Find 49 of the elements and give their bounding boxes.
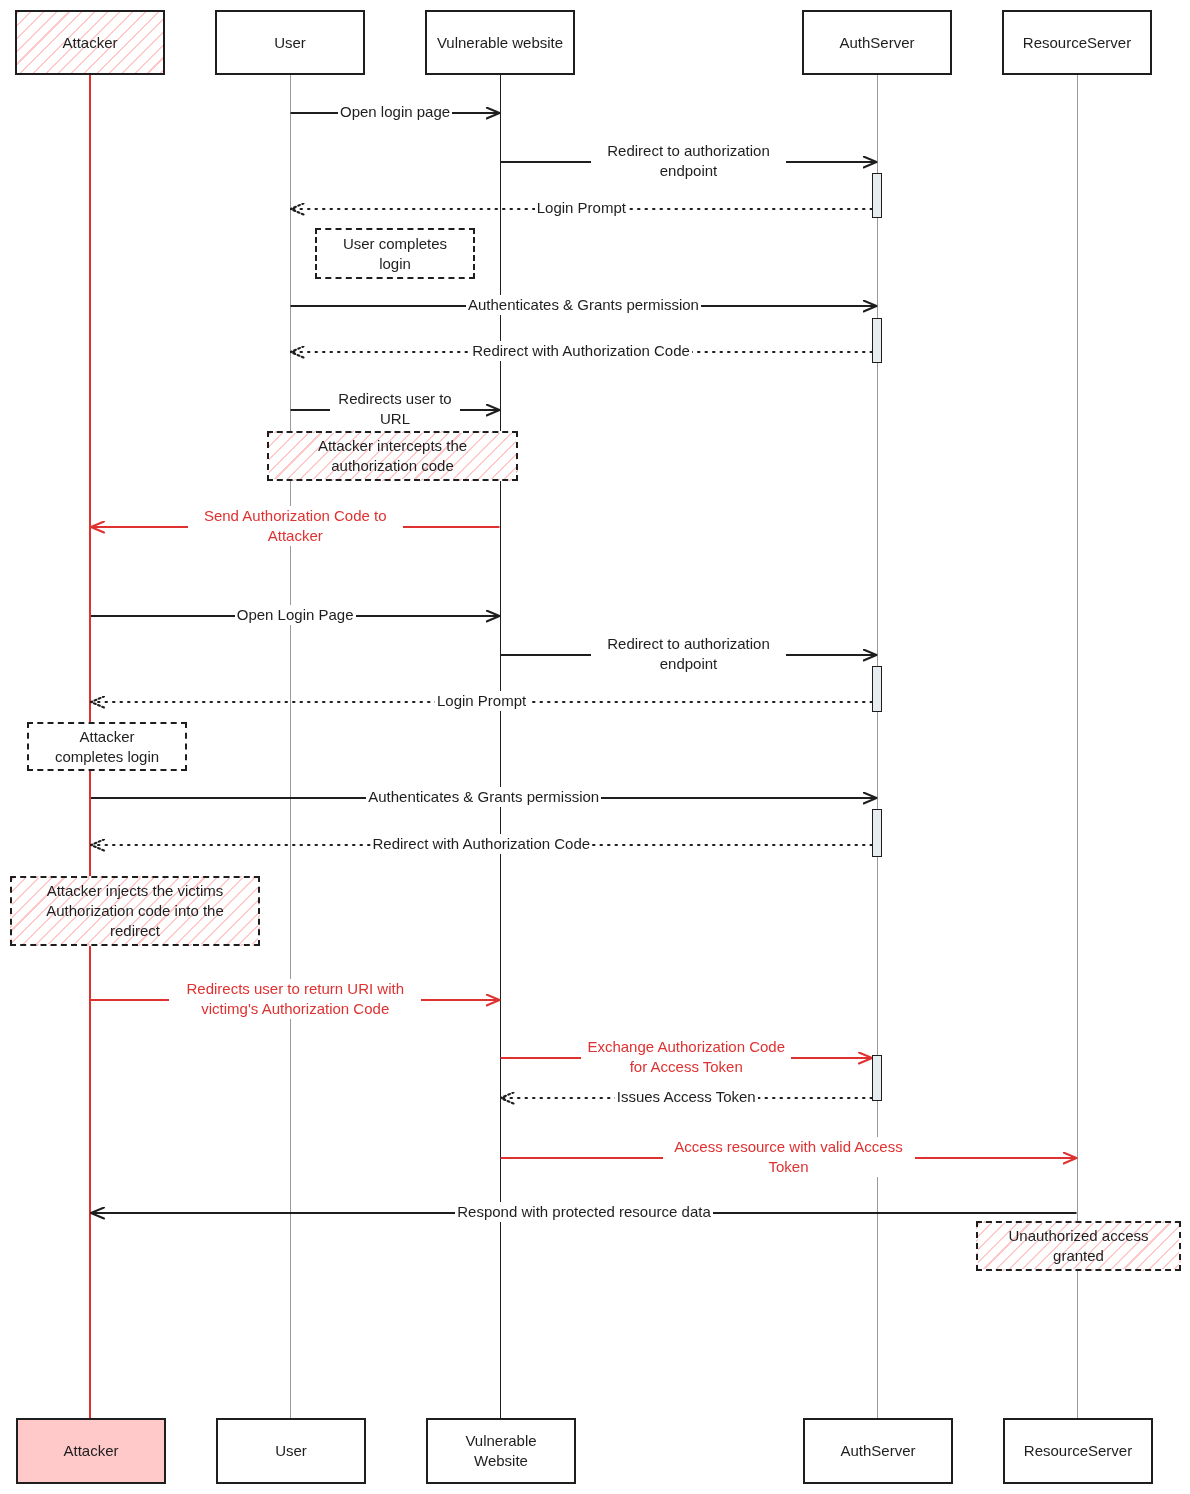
participant-box	[16, 1418, 166, 1484]
message-label: Open Login Page	[234, 605, 356, 625]
note-box	[976, 1221, 1181, 1271]
participant-box	[803, 1418, 953, 1484]
note-text: Unauthorized access granted	[1007, 1226, 1150, 1266]
note-box	[10, 876, 260, 946]
participant-name: Attacker	[63, 1441, 119, 1461]
participant-box	[1002, 10, 1152, 75]
note-box	[315, 228, 475, 279]
activation-bar	[872, 1055, 882, 1101]
participant-name: ResourceServer	[1022, 32, 1132, 53]
message-label: Authenticates & Grants permission	[366, 787, 602, 807]
note-text: Attacker injects the victims Authorization code into the redirect	[45, 881, 225, 941]
note-text: Attacker completes login	[53, 726, 161, 767]
participant-name: AuthServer	[840, 1441, 916, 1461]
message-label: Authenticates & Grants permission	[466, 295, 701, 315]
note-box	[27, 722, 187, 771]
participant-box	[15, 10, 165, 75]
lifeline	[289, 75, 291, 1418]
participant-box	[426, 1418, 576, 1484]
lifeline	[1076, 75, 1078, 1418]
participant-box	[425, 10, 575, 75]
message-label: Login Prompt	[435, 691, 529, 711]
note-text: User completes login	[341, 233, 449, 274]
participant-name: AuthServer	[839, 32, 915, 53]
lifeline	[89, 75, 91, 1418]
message-label: Redirect with Authorization Code	[470, 341, 692, 361]
activation-bar	[872, 173, 882, 218]
message-label: Respond with protected resource data	[455, 1202, 713, 1222]
activation-bar	[872, 318, 882, 363]
participant-name: Vulnerable website	[436, 32, 564, 53]
participant-name: Attacker	[62, 32, 118, 53]
participant-box	[215, 10, 365, 75]
participant-box	[1003, 1418, 1153, 1484]
note-box	[267, 431, 518, 481]
participant-box	[216, 1418, 366, 1484]
message-label: Redirects user to return URI with victimg's Authorization Code	[169, 979, 422, 1019]
note-text: Attacker intercepts the authorization code	[316, 436, 469, 476]
activation-bar	[872, 666, 882, 712]
participant-box	[802, 10, 952, 75]
participant-name: User	[274, 32, 306, 53]
participant-name: ResourceServer	[1023, 1441, 1133, 1461]
participant-name: Vulnerable Website	[464, 1431, 538, 1471]
message-label: Access resource with valid Access Token	[662, 1137, 915, 1177]
activation-bar	[872, 809, 882, 857]
message-label: Redirect with Authorization Code	[370, 834, 593, 854]
participant-name: User	[275, 1441, 307, 1461]
lifeline	[499, 75, 501, 1418]
dotted-arrow	[90, 695, 873, 709]
